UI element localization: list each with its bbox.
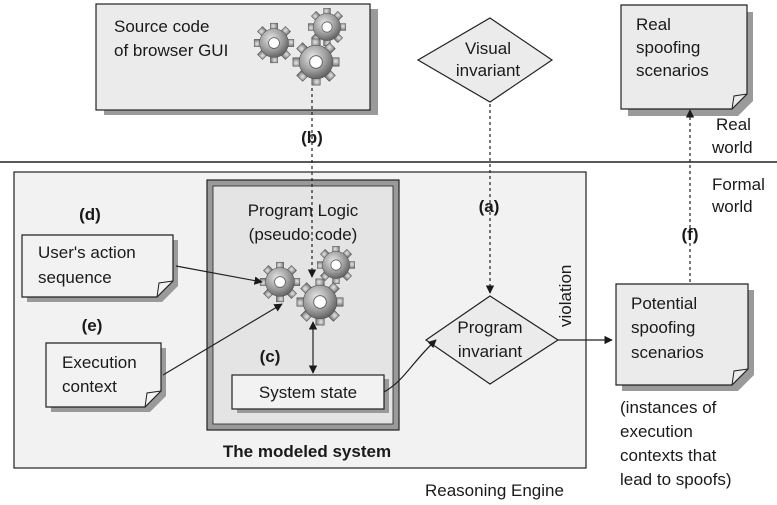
label-f: (f) (682, 225, 699, 244)
program-logic-line2: (pseudo code) (249, 225, 358, 244)
potential-scenarios-line2: spoofing (631, 318, 695, 337)
label-b: (b) (301, 128, 323, 147)
instances-note-line1: (instances of (620, 398, 717, 417)
real-scenarios-line1: Real (636, 15, 671, 34)
potential-scenarios-line1: Potential (631, 294, 697, 313)
program-logic-line1: Program Logic (248, 201, 359, 220)
potential-scenarios-line3: scenarios (631, 343, 704, 362)
instances-note-line3: contexts that (620, 446, 717, 465)
visual-invariant-line1: Visual (465, 39, 511, 58)
arrow-user-action-to-logic (175, 265, 263, 285)
execution-context-document: Execution context (45, 342, 166, 412)
formal-world-line1: Formal (712, 175, 765, 194)
real-scenarios-line2: spoofing (636, 38, 700, 57)
execution-context-line1: Execution (62, 353, 137, 372)
source-code-line1: Source code (114, 17, 209, 36)
system-state-box: System state (231, 374, 389, 413)
program-invariant-line1: Program (457, 318, 522, 337)
instances-note-line4: lead to spoofs) (620, 470, 732, 489)
visual-invariant-line2: invariant (456, 61, 521, 80)
user-action-document: User's action sequence (21, 234, 178, 302)
label-d: (d) (79, 205, 101, 224)
source-code-box: Source code of browser GUI (95, 3, 378, 115)
program-invariant-line2: invariant (458, 342, 523, 361)
modeled-system-label: The modeled system (223, 442, 391, 461)
user-action-line1: User's action (38, 243, 136, 262)
visual-invariant-diamond: Visual invariant (416, 17, 554, 103)
system-state-label: System state (259, 383, 357, 402)
instances-note-line2: execution (620, 422, 693, 441)
label-e: (e) (82, 316, 103, 335)
label-a: (a) (479, 197, 500, 216)
label-c: (c) (260, 347, 281, 366)
execution-context-line2: context (62, 377, 117, 396)
arrow-context-to-logic (162, 303, 283, 376)
violation-label: violation (556, 265, 575, 327)
program-invariant-diamond: Program invariant (424, 295, 560, 385)
formal-world-line2: world (711, 197, 753, 216)
potential-scenarios-document: Potential spoofing scenarios (615, 283, 754, 391)
real-world-line1: Real (716, 115, 751, 134)
real-scenarios-line3: scenarios (636, 61, 709, 80)
real-world-line2: world (711, 138, 753, 157)
user-action-line2: sequence (38, 268, 112, 287)
reasoning-engine-label: Reasoning Engine (425, 481, 564, 500)
real-scenarios-document: Real spoofing scenarios (620, 4, 753, 116)
arrow-state-to-program-invariant (383, 339, 437, 393)
source-code-line2: of browser GUI (114, 41, 228, 60)
